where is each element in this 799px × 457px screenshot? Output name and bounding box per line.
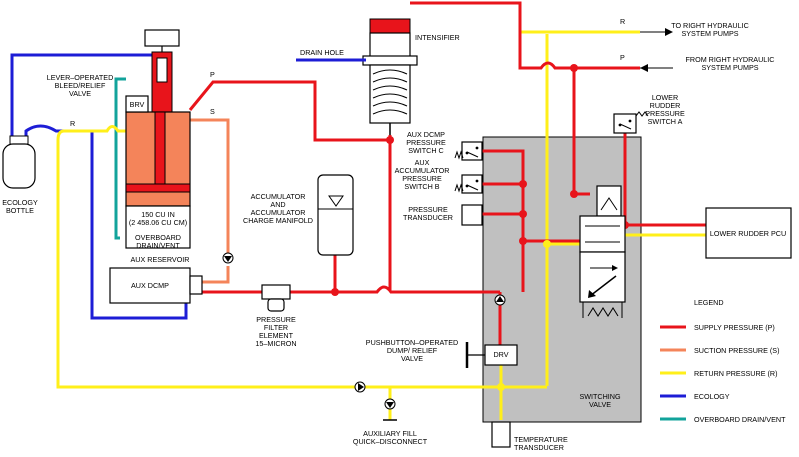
junction-dot xyxy=(543,240,551,248)
p-label-top: P xyxy=(620,53,625,62)
s-label-mid: S xyxy=(210,107,215,116)
pressure-switch-a xyxy=(613,111,649,134)
legend-item-label: ECOLOGY xyxy=(694,392,730,401)
check-valve-drv xyxy=(494,294,506,306)
drv-label: DRV xyxy=(493,350,508,359)
supply-line-main xyxy=(290,285,500,294)
junction-dot xyxy=(570,190,578,198)
suction-line xyxy=(190,118,230,258)
pressure-transducer-box xyxy=(461,204,483,226)
aux-dcmp-box xyxy=(109,267,191,304)
return-line-main xyxy=(56,125,126,141)
legend-item-label: RETURN PRESSURE (R) xyxy=(694,369,777,378)
supply-line-top xyxy=(410,1,640,70)
junction-dot xyxy=(519,237,527,245)
return-line-left-vertical xyxy=(56,140,360,389)
legend-item-label: OVERBOARD DRAIN/VENT xyxy=(694,415,786,424)
aux-fill-quick-disconnect xyxy=(383,398,397,421)
legend: LEGEND SUPPLY PRESSURE (P) SUCTION PRESSU… xyxy=(660,298,786,424)
arrow-from-right-pumps xyxy=(640,64,673,72)
lower-rudder-pcu-box xyxy=(705,207,792,259)
ecology-line-lower xyxy=(24,124,200,320)
aux-dcmp-label: AUX DCMP xyxy=(131,281,169,290)
r-label-top: R xyxy=(620,17,625,26)
temperature-transducer-box xyxy=(491,421,511,448)
junction-dot xyxy=(331,288,339,296)
junction-dot xyxy=(570,64,578,72)
check-valve-return xyxy=(354,381,366,393)
junction-dot xyxy=(386,136,394,144)
aux-reservoir xyxy=(125,29,191,249)
junction-dot xyxy=(497,383,505,391)
legend-item-label: SUCTION PRESSURE (S) xyxy=(694,346,779,355)
aux-reservoir-label: AUX RESERVOIR xyxy=(131,255,190,264)
junction-dot xyxy=(519,180,527,188)
pressure-switch-c xyxy=(454,141,483,161)
arrow-to-right-pumps xyxy=(640,28,673,36)
reservoir-capacity-label: 150 CU IN(2 458.06 CU CM) xyxy=(129,210,187,227)
drain-hole-label: DRAIN HOLE xyxy=(300,48,344,57)
switching-valve-spool xyxy=(579,185,626,318)
legend-item-label: SUPPLY PRESSURE (P) xyxy=(694,323,775,332)
overboard-line xyxy=(114,77,126,240)
r-label-mid: R xyxy=(70,119,75,128)
intensifier xyxy=(362,18,418,135)
pressure-switch-b xyxy=(454,174,483,194)
accumulator xyxy=(317,174,354,256)
junction-dot xyxy=(519,210,527,218)
ecology-bottle xyxy=(2,135,36,189)
aux-dcmp-port xyxy=(189,275,203,295)
supply-line-upper xyxy=(188,80,390,142)
legend-title: LEGEND xyxy=(694,298,724,307)
brv-label: BRV xyxy=(130,100,145,109)
check-valve-suction xyxy=(222,252,234,264)
suction-line-aux xyxy=(200,266,230,284)
intensifier-label: INTENSIFIER xyxy=(415,33,460,42)
p-label-mid: P xyxy=(210,70,215,79)
pressure-filter xyxy=(261,284,291,312)
lower-rudder-pcu-label: LOWER RUDDER PCU xyxy=(710,229,786,238)
